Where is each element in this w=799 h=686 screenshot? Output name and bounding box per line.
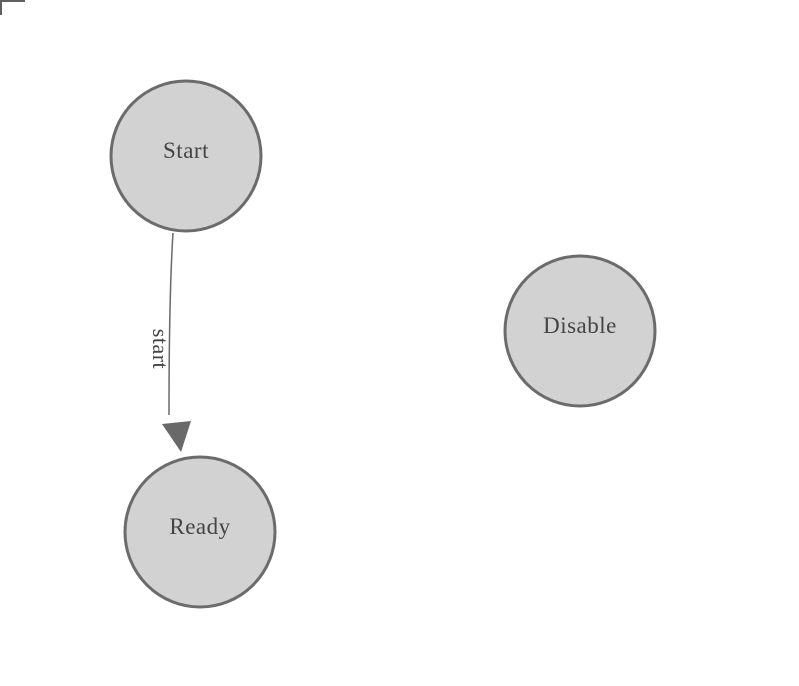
node-ready-circle xyxy=(123,455,277,609)
node-ready[interactable]: Ready xyxy=(123,455,277,609)
edge-path xyxy=(168,232,174,416)
node-disable-label: Disable xyxy=(543,313,617,338)
edge-label: start xyxy=(148,329,173,369)
edge-start-ready[interactable]: start xyxy=(148,232,191,452)
node-start-circle xyxy=(109,79,263,233)
node-start[interactable]: Start xyxy=(109,79,263,233)
node-disable-circle xyxy=(503,254,657,408)
node-ready-label: Ready xyxy=(169,514,230,539)
edge-arrowhead-icon xyxy=(162,421,191,452)
node-start-label: Start xyxy=(163,138,209,163)
canvas-corner-mark xyxy=(0,0,25,15)
node-disable[interactable]: Disable xyxy=(503,254,657,408)
